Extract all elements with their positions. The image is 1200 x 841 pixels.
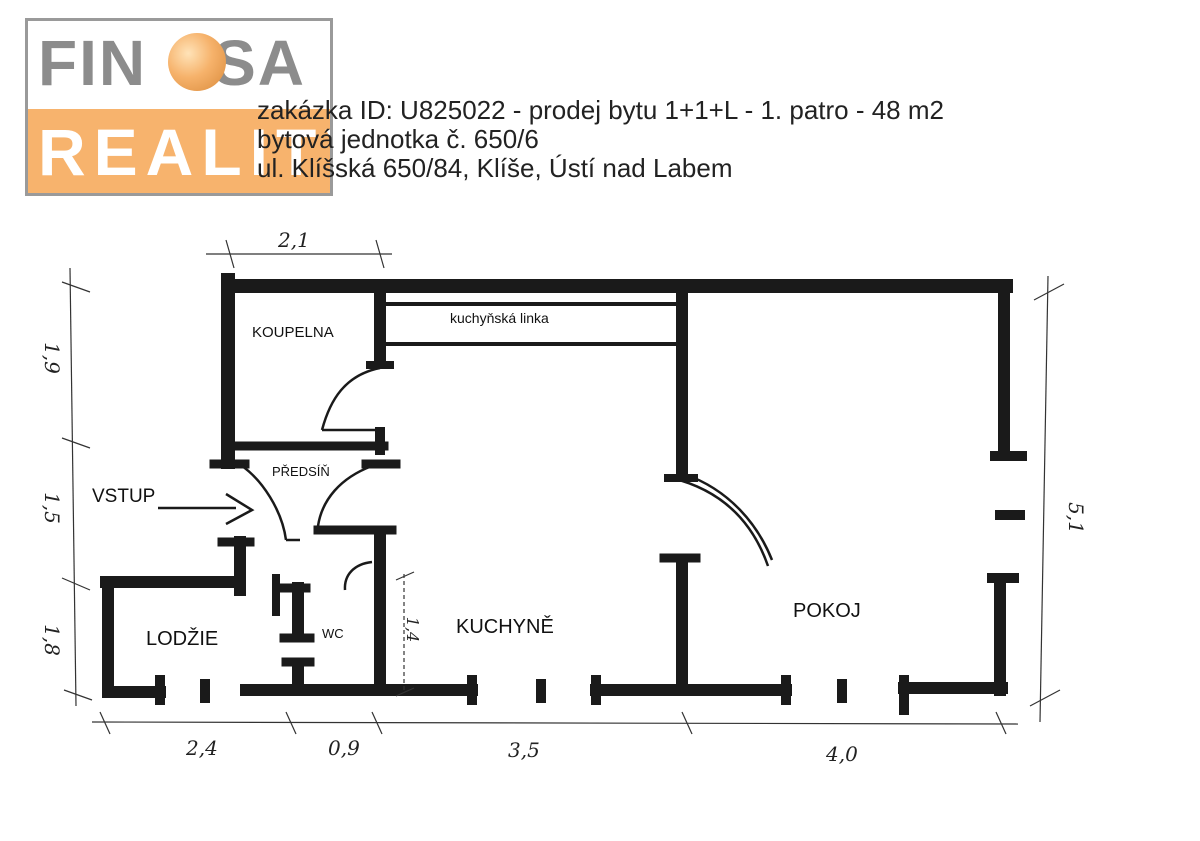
dim-label-inner-h: 1,4	[403, 616, 423, 643]
logo-bottom-band: REALITY	[28, 109, 330, 193]
door-entry-arc	[241, 464, 288, 541]
room-label-koupelna: KOUPELNA	[252, 324, 334, 341]
header-line-1: zakázka ID: U825022 - prodej bytu 1+1+L …	[257, 95, 944, 125]
header-line-2: bytová jednotka č. 650/6	[257, 124, 539, 154]
dim-bottom-tick-5	[995, 711, 1007, 735]
dim-label-bottom-w2: 0,9	[328, 736, 360, 760]
dim-label-bottom-w1: 2,4	[186, 736, 218, 760]
dim-top-tick-l	[225, 239, 235, 269]
room-label-kuchynska-linka: kuchyňská linka	[450, 310, 549, 326]
dim-label-left-h1: 1,9	[39, 342, 64, 374]
listing-header: zakázka ID: U825022 - prodej bytu 1+1+L …	[257, 96, 944, 183]
entry-arrow	[158, 492, 255, 526]
dim-top-tick-r	[375, 239, 385, 269]
header-line-3: ul. Klíšská 650/84, Klíše, Ústí nad Labe…	[257, 153, 733, 183]
logo-ball-icon	[168, 33, 226, 91]
door-bathroom-arc	[320, 366, 381, 431]
dim-label-left-h2: 1,5	[39, 492, 64, 524]
dim-label-bottom-w4: 4,0	[826, 742, 858, 766]
dim-bottom-tick-3	[371, 711, 383, 735]
room-label-predsin: PŘEDSÍŇ	[272, 464, 330, 479]
room-label-pokoj: POKOJ	[793, 600, 861, 622]
dim-left-tick-4	[63, 689, 93, 701]
room-label-lodzie: LODŽIE	[146, 628, 219, 650]
dim-left-tick-2	[61, 437, 91, 449]
dim-left-line	[69, 267, 77, 707]
dim-bottom-tick-1	[99, 711, 111, 735]
door-room-arc	[671, 476, 770, 567]
dim-label-right-h: 5,1	[1063, 502, 1088, 534]
door-wc-arc	[343, 560, 373, 591]
door-room-arc-2	[683, 472, 774, 561]
dim-inner-tick-1	[395, 571, 415, 581]
dim-label-top-width: 2,1	[278, 228, 310, 252]
dim-bottom-tick-2	[285, 711, 297, 735]
dim-right-line	[1039, 275, 1049, 723]
dim-label-bottom-w3: 3,5	[508, 738, 540, 762]
logo-reality-text: REALITY	[38, 115, 330, 189]
dim-inner-tick-2	[395, 687, 415, 697]
dim-bottom-tick-4	[681, 711, 693, 735]
dim-left-tick-1	[61, 281, 91, 293]
dim-bottom-line	[91, 721, 1019, 725]
room-label-wc: WC	[322, 626, 344, 641]
room-label-kuchyne: KUCHYNĚ	[456, 616, 554, 638]
dim-left-tick-3	[61, 577, 91, 591]
dim-right-tick-2	[1029, 689, 1061, 707]
door-hall-arc	[316, 464, 373, 527]
dim-label-left-h3: 1,8	[39, 624, 64, 656]
dim-right-tick-1	[1033, 283, 1065, 301]
room-label-vstup: VSTUP	[92, 486, 156, 507]
